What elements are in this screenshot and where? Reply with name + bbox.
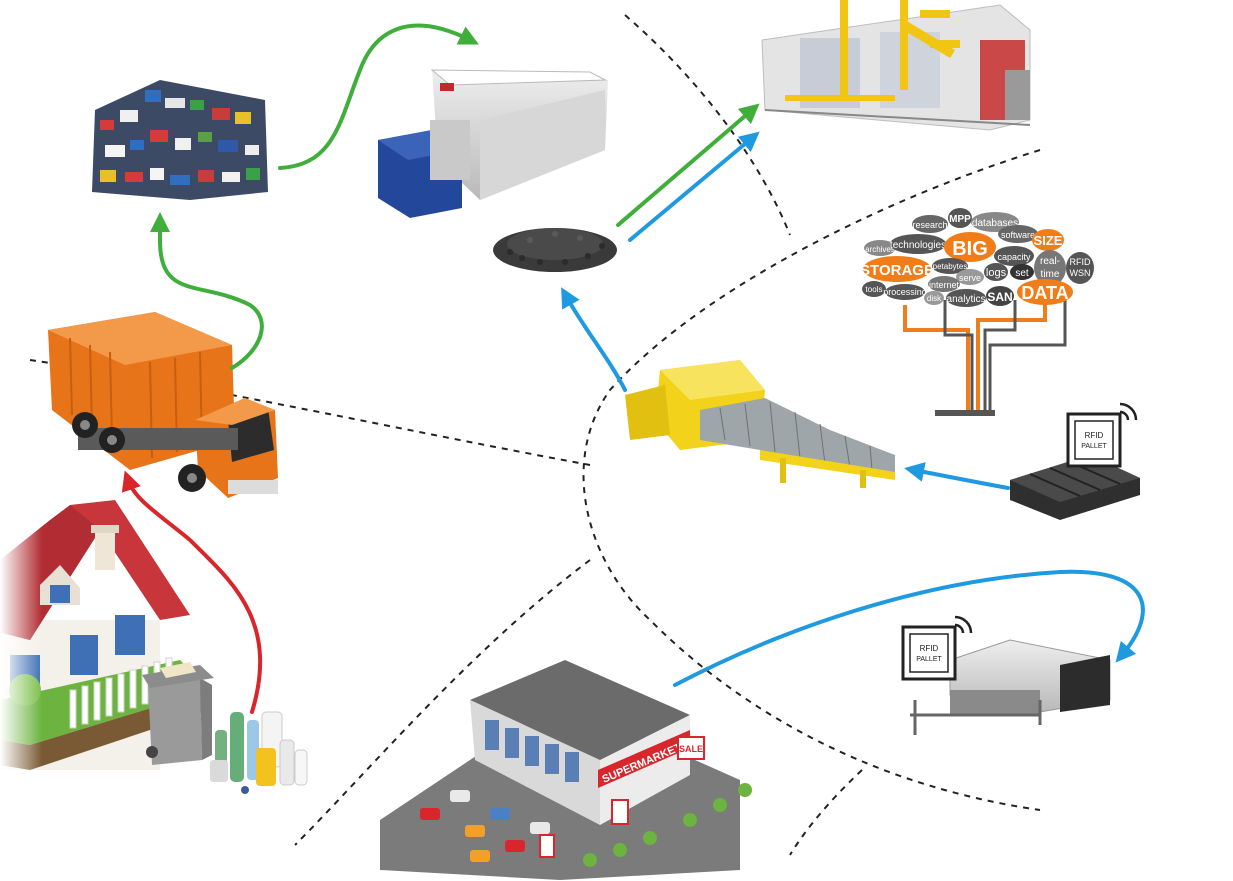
word-set: set [1015,268,1029,279]
divider-main-arc [582,149,1041,811]
house-icon [0,500,210,780]
rfid-tag-1-line1: RFID [1085,431,1104,440]
word-databases: databases [972,218,1018,229]
word-size: SIZE [1034,233,1063,248]
arrow-house-to-truck [121,470,263,714]
waste-bin-icon [142,662,214,765]
divider-lower-left [294,559,591,846]
rfid-tag-1-line2: PALLET [1081,443,1107,450]
big-data-tree-icon: research MPP databases software SIZE arc… [860,208,1094,416]
sale-sign: SALE [679,744,703,754]
garbage-truck-icon [48,312,278,498]
rfid-tag-2: RFID PALLET [901,615,973,681]
arrow-conveyor-to-pellets [561,287,627,392]
shredder-icon [378,69,608,218]
word-logs: logs [986,267,1007,279]
word-serve: serve [959,273,981,283]
conveyor-icon [625,360,895,488]
arrow-pellets-to-factory-blue [628,131,760,242]
arrow-bales-to-shredder [278,23,479,170]
divider-lower-right [789,769,863,856]
arrow-pellets-to-factory-green [616,103,760,227]
word-petabytes: petabytes [933,262,968,271]
pallet-washer-icon: RFID PALLET [901,615,1111,735]
divider-upper [624,14,791,236]
word-real: real- [1040,256,1060,267]
word-internet: internet [929,280,960,290]
word-processing: processing [883,287,927,297]
plastic-bales-icon [92,80,268,200]
word-rfid: RFID [1070,257,1091,267]
plastic-bottles-icon [210,711,308,794]
word-technologies: technologies [890,240,946,251]
word-data: DATA [1021,283,1068,303]
pellets-icon [493,228,617,272]
rfid-pallet-icon: RFID PALLET [1010,402,1140,520]
supermarket-icon: SUPERMARKET SALE [380,660,752,880]
word-software: software [1001,230,1035,240]
rfid-tag-1: RFID PALLET [1066,402,1138,468]
arrow-truck-to-bales [150,212,264,370]
word-tools: tools [866,285,883,294]
word-capacity: capacity [997,252,1031,262]
rfid-tag-2-line2: PALLET [916,656,942,663]
flow-arrows [121,23,1145,714]
rfid-tag-2-line1: RFID [920,644,939,653]
word-big: BIG [952,238,988,260]
word-time: time [1041,269,1060,280]
word-storage: STORAGE [860,262,934,279]
arrow-supermarket-to-washer [673,569,1145,687]
word-disk: disk [927,294,942,303]
word-wsn: WSN [1070,268,1091,278]
word-cloud: research MPP databases software SIZE arc… [860,208,1094,307]
word-research: research [912,220,947,230]
factory-machine-icon [761,0,1031,131]
word-mpp: MPP [949,214,971,225]
word-archives: archives [865,245,895,254]
word-analytics: analytics [947,294,986,305]
word-san: SAN [987,290,1012,304]
arrow-pallet-to-conveyor [904,462,1010,490]
